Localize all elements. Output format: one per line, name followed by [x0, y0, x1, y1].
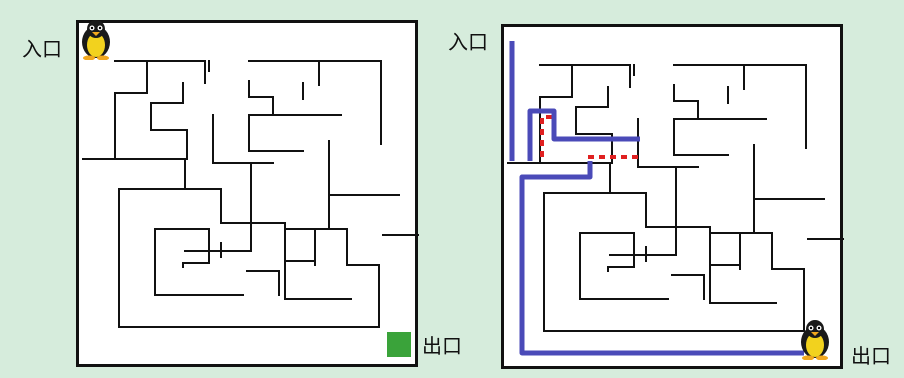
right-maze — [501, 24, 844, 369]
right-exit-label: 出口 — [851, 344, 891, 368]
right-entrance-label: 入口 — [448, 30, 488, 54]
left-exit-label: 出口 — [422, 334, 462, 358]
left-maze-walls — [82, 60, 419, 328]
dead-end-paths — [540, 115, 640, 159]
exit-square — [387, 332, 411, 357]
left-entrance-label: 入口 — [22, 37, 62, 61]
penguin-icon — [78, 18, 114, 64]
penguin-icon — [797, 318, 833, 364]
right-maze-walls — [507, 41, 844, 356]
solution-path — [509, 41, 804, 356]
left-maze — [76, 20, 419, 367]
